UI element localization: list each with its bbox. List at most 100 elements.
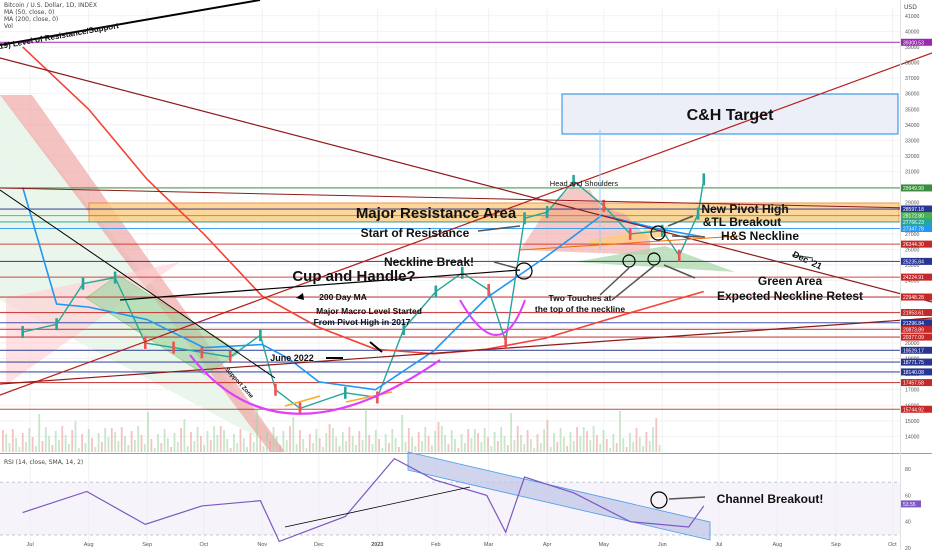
price-candle — [487, 283, 490, 296]
volume-bar — [559, 428, 562, 452]
vol-label: Vol — [4, 23, 13, 30]
volume-bar — [299, 430, 301, 452]
volume-bar — [470, 438, 473, 452]
ma200-label: MA (200, close, 0) — [4, 16, 59, 23]
volume-bar — [229, 448, 232, 452]
volume-bar — [77, 448, 80, 452]
volume-bar — [114, 432, 116, 452]
volume-bar — [447, 444, 450, 452]
volume-bar — [556, 442, 559, 452]
volume-bar — [54, 431, 57, 452]
rsi-label: RSI (14, close, SMA, 14, 2) — [4, 459, 84, 466]
volume-bar — [586, 431, 588, 452]
volume-bar — [292, 417, 295, 452]
volume-bar — [150, 439, 153, 452]
arrow-channel-breakout — [668, 496, 706, 500]
volume-bar — [431, 445, 433, 452]
volume-bar — [44, 427, 47, 452]
volume-bar — [87, 429, 90, 452]
price-label: 15744.92 — [903, 407, 924, 413]
y-tick-label: 15000 — [905, 419, 920, 425]
touch-circle-1 — [622, 254, 636, 268]
price-candle — [343, 386, 347, 399]
volume-bar — [242, 438, 245, 452]
volume-bar — [15, 438, 17, 452]
x-tick-label: Sep — [142, 542, 152, 548]
arrow-two-touches-2 — [611, 265, 655, 301]
volume-bar — [74, 421, 77, 452]
volume-bar — [275, 436, 278, 452]
volume-bar — [262, 446, 265, 452]
volume-bar — [25, 442, 27, 452]
volume-bar — [18, 447, 21, 452]
volume-bar — [596, 435, 598, 452]
rsi-value-label: 53.55 — [903, 502, 916, 508]
price-candle — [402, 322, 406, 335]
x-tick-label: Aug — [84, 542, 94, 548]
macro-trendline — [0, 317, 932, 385]
annotation-label: Start of Resistance — [361, 226, 470, 240]
volume-bar — [533, 448, 536, 452]
volume-bar — [282, 431, 285, 452]
y-tick-label: 31000 — [905, 170, 920, 176]
ch-target-box — [561, 93, 899, 135]
volume-bar — [127, 445, 130, 452]
volume-bar — [526, 430, 529, 452]
y-tick-label: 14000 — [905, 434, 920, 440]
y-tick-label: 40000 — [905, 29, 920, 35]
volume-bar — [569, 432, 572, 452]
price-candle — [628, 227, 632, 240]
price-label-box — [901, 224, 932, 232]
volume-bar — [536, 434, 539, 452]
volume-bar — [351, 436, 354, 452]
volume-bar — [592, 426, 595, 452]
price-candle — [228, 350, 232, 363]
volume-bar — [645, 432, 648, 452]
volume-bar — [642, 446, 644, 452]
x-tick-label: Jun — [658, 542, 667, 548]
rsi-tick-label: 60 — [905, 493, 911, 499]
descending-trendline-long — [0, 57, 932, 303]
volume-bar — [252, 442, 255, 452]
arrow-new-pivot-high — [667, 215, 694, 227]
x-tick-label: 2023 — [371, 542, 383, 548]
price-label: 21296.84 — [903, 321, 924, 327]
volume-bar — [615, 443, 618, 452]
volume-bar — [318, 438, 321, 452]
price-label-box — [901, 368, 932, 376]
volume-bar — [239, 429, 242, 452]
volume-bar — [266, 432, 268, 452]
x-tick-label: Jul — [27, 542, 34, 548]
volume-bar — [130, 431, 133, 452]
rsi-breakout-circle — [650, 491, 668, 509]
volume-bar — [332, 428, 334, 452]
volume-bar — [553, 433, 555, 452]
pivot-high-circle — [650, 225, 666, 241]
annotation-channel-breakout: Channel Breakout! — [717, 492, 824, 506]
annotation-label: 200 Day MA — [319, 292, 367, 302]
volume-bar — [134, 440, 136, 452]
volume-bar — [480, 442, 483, 452]
price-label: 18140.08 — [903, 370, 924, 376]
currency-label: USD — [904, 4, 917, 11]
arrow-green-area — [663, 264, 696, 279]
volume-bar — [97, 433, 100, 452]
volume-bar — [655, 418, 658, 452]
volume-bar — [365, 408, 367, 452]
x-tick-label: Mar — [484, 542, 494, 548]
rsi-band-fill — [0, 482, 900, 535]
volume-bar — [305, 448, 308, 452]
volume-bar — [213, 426, 215, 452]
price-label-box — [901, 319, 932, 327]
volume-bars — [2, 408, 661, 452]
annotation-marks — [296, 215, 814, 509]
y-tick-label: 37000 — [905, 76, 920, 82]
volume-bar — [493, 432, 496, 452]
arrow-hs-neckline — [671, 235, 706, 238]
volume-bar — [5, 434, 8, 452]
volume-bar — [31, 437, 34, 452]
price-label-box — [901, 273, 932, 281]
arrow-macro-level — [369, 341, 383, 353]
volume-bar — [516, 426, 519, 452]
